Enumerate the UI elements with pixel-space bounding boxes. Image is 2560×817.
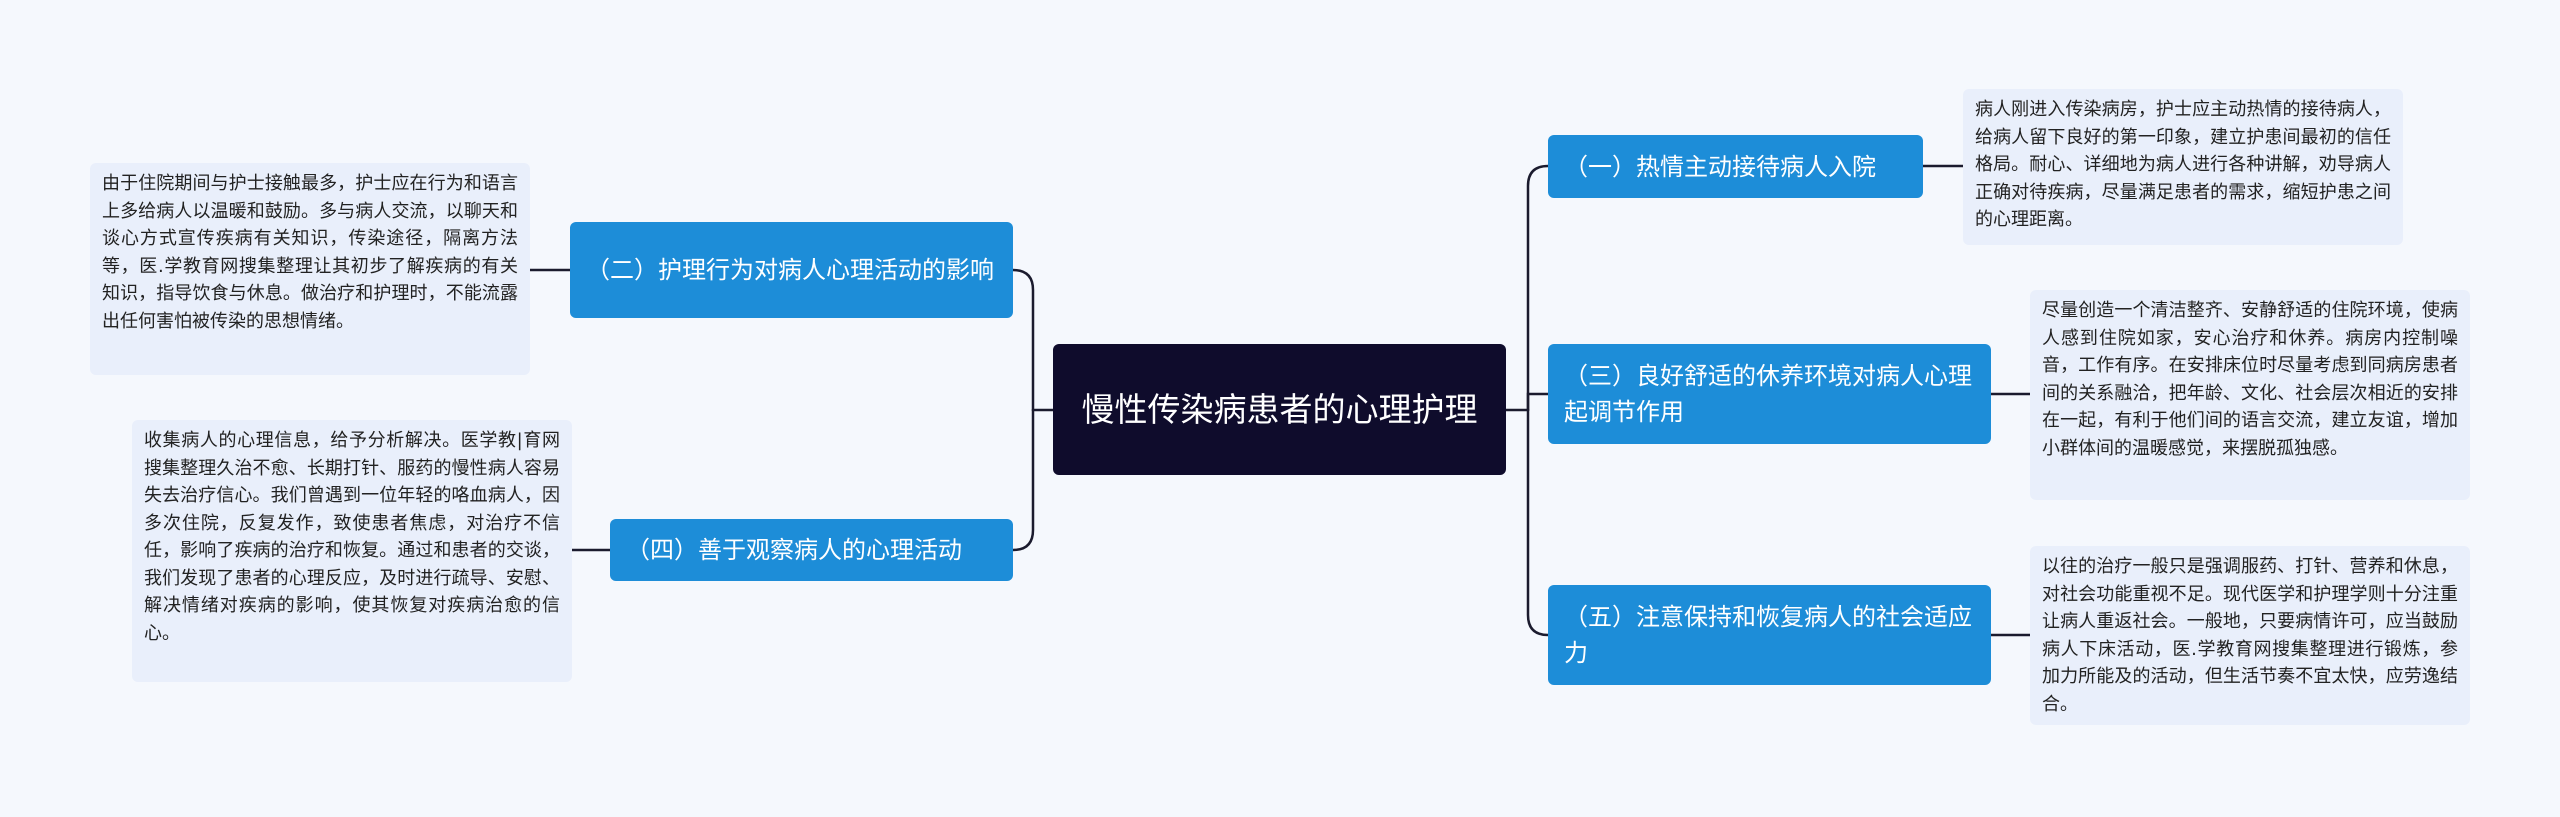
connector-root-b1: [1526, 164, 1550, 412]
branch-topic-2[interactable]: （二）护理行为对病人心理活动的影响: [570, 222, 1013, 318]
detail-note-1[interactable]: 病人刚进入传染病房，护士应主动热情的接待病人，给病人留下良好的第一印象，建立护患…: [1963, 89, 2403, 245]
branch-topic-1[interactable]: （一）热情主动接待病人入院: [1548, 135, 1923, 198]
branch-topic-4[interactable]: （四）善于观察病人的心理活动: [610, 519, 1013, 581]
detail-note-5[interactable]: 以往的治疗一般只是强调服药、打针、营养和休息，对社会功能重视不足。现代医学和护理…: [2030, 546, 2470, 725]
root-topic-label: 慢性传染病患者的心理护理: [1081, 389, 1478, 429]
branch-topic-3[interactable]: （三）良好舒适的休养环境对病人心理起调节作用: [1548, 344, 1991, 444]
detail-note-2[interactable]: 由于住院期间与护士接触最多，护士应在行为和语言上多给病人以温暖和鼓励。多与病人交…: [90, 163, 530, 375]
branch-topic-2-label: （二）护理行为对病人心理活动的影响: [586, 256, 994, 284]
branch-topic-4-label: （四）善于观察病人的心理活动: [626, 536, 962, 564]
connector-root-b3: [1526, 392, 1550, 412]
detail-note-1-text: 病人刚进入传染病房，护士应主动热情的接待病人，给病人留下良好的第一印象，建立护患…: [1975, 99, 2391, 230]
detail-note-3[interactable]: 尽量创造一个清洁整齐、安静舒适的住院环境，使病人感到住院如家，安心治疗和休养。病…: [2030, 290, 2470, 500]
detail-note-4[interactable]: 收集病人的心理信息，给予分析解决。医学教|育网搜集整理久治不愈、长期打针、服药的…: [132, 420, 572, 682]
detail-note-3-text: 尽量创造一个清洁整齐、安静舒适的住院环境，使病人感到住院如家，安心治疗和休养。病…: [2042, 300, 2458, 459]
detail-note-5-text: 以往的治疗一般只是强调服药、打针、营养和休息，对社会功能重视不足。现代医学和护理…: [2042, 556, 2458, 715]
root-topic[interactable]: 慢性传染病患者的心理护理: [1053, 344, 1506, 475]
detail-note-4-text: 收集病人的心理信息，给予分析解决。医学教|育网搜集整理久治不愈、长期打针、服药的…: [144, 430, 560, 644]
branch-topic-3-label: （三）良好舒适的休养环境对病人心理起调节作用: [1564, 362, 1972, 426]
connector-root-b2: [1011, 268, 1035, 412]
detail-note-2-text: 由于住院期间与护士接触最多，护士应在行为和语言上多给病人以温暖和鼓励。多与病人交…: [102, 173, 518, 332]
branch-topic-5-label: （五）注意保持和恢复病人的社会适应力: [1564, 603, 1972, 667]
connector-root-b5: [1526, 408, 1550, 637]
branch-topic-5[interactable]: （五）注意保持和恢复病人的社会适应力: [1548, 585, 1991, 685]
branch-topic-1-label: （一）热情主动接待病人入院: [1564, 152, 1876, 181]
connector-root-b4: [1011, 408, 1035, 552]
